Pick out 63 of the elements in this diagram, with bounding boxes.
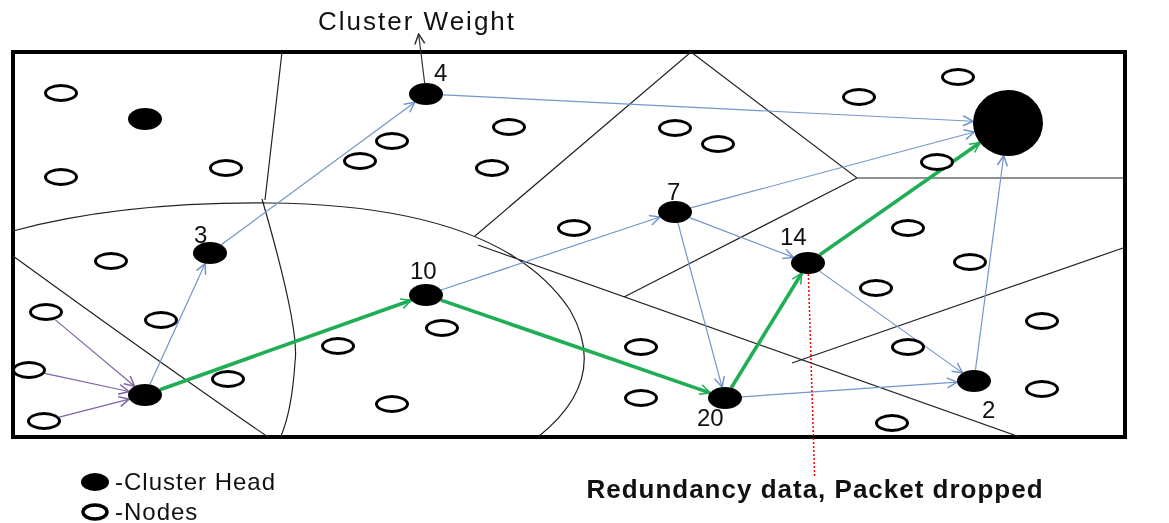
sensor-node [701,135,735,153]
sensor-node [492,118,526,136]
sensor-node [891,338,925,356]
arrow [729,272,804,389]
sensor-node [144,311,178,329]
sensor-node [209,159,243,177]
sensor-node [624,389,658,407]
sensor-node [27,412,61,430]
arrow [220,101,416,246]
sensor-node [475,159,509,177]
sensor-node [1025,380,1059,398]
cluster-weight-number: 7 [667,180,681,204]
arrow [974,155,1009,371]
arrow [690,129,976,209]
arrow [677,222,726,388]
sensor-node [1025,312,1059,330]
cluster-weight-number: 10 [410,259,437,283]
sensor-node [425,319,459,337]
leader-line [807,273,816,477]
arrow [818,270,964,374]
arrow [689,217,795,260]
sensor-node [624,338,658,356]
sensor-node [859,279,893,297]
annotation-text: Cluster Weight [318,8,517,34]
sensor-node [891,219,925,237]
sensor-node [12,361,46,379]
sensor-node [44,84,78,102]
sensor-node [557,219,591,237]
arrow [44,372,130,396]
arrow [440,214,661,291]
arrow [442,94,974,127]
arrow [58,395,130,418]
arrow [818,141,981,257]
legend-label: -Cluster Head [115,470,277,494]
legend-label: -Nodes [115,500,199,523]
arrow [54,319,136,388]
arrow [414,33,426,84]
cluster-head [128,108,162,130]
arrow [440,298,711,396]
cluster-weight-number: 4 [434,61,448,85]
arrow [741,377,958,398]
cluster-weight-number: 14 [780,225,807,249]
sensor-node [941,68,975,86]
sensor-node [658,119,692,137]
cluster-weight-number: 3 [194,223,208,247]
sensor-node [953,253,987,271]
sensor-node [44,168,78,186]
arrow [159,298,412,392]
sensor-node [875,414,909,432]
cluster-weight-number: 20 [697,406,724,430]
annotation-text: Redundancy data, Packet dropped [586,476,1044,502]
sensor-node [375,395,409,413]
arrow [149,262,207,386]
sensor-node [321,337,355,355]
cluster-weight-number: 2 [982,398,996,422]
sensor-node [94,252,128,270]
sensor-node [375,132,409,150]
sensor-node [920,153,954,171]
cluster-head [128,384,162,406]
sensor-node [29,303,63,321]
sensor-node [842,88,876,106]
sensor-node [343,152,377,170]
sensor-node [211,370,245,388]
